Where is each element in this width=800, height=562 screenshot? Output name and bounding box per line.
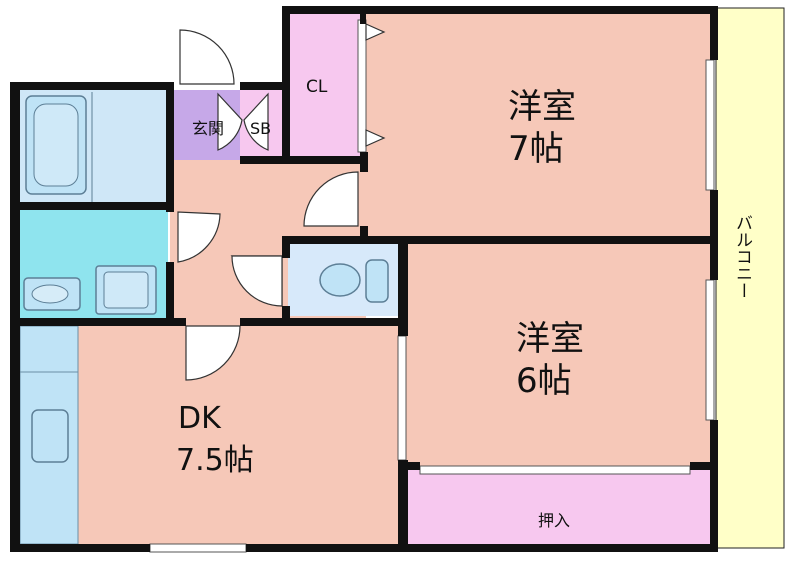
washbasin-bowl: [31, 284, 69, 304]
balcony-label: バルコニー: [732, 214, 752, 299]
shoe-box-label: SB: [250, 119, 271, 138]
entrance-label: 玄関: [192, 119, 224, 138]
toilet-bowl: [319, 263, 361, 297]
closet-area: [290, 12, 360, 156]
balcony-area: [715, 7, 785, 549]
western-room-6-area: [405, 244, 713, 466]
washing-machine-drum: [103, 271, 149, 309]
western-room-6-size: 6帖: [516, 361, 572, 401]
door-swings: [177, 23, 386, 381]
closet-label: CL: [306, 77, 328, 97]
oshiire-area: [405, 470, 713, 546]
western-room-7-size: 7帖: [508, 129, 564, 169]
walls: [10, 6, 718, 552]
window-room6: [705, 279, 715, 421]
kitchen-sink: [31, 409, 69, 463]
sliding-door-oshiire: [419, 465, 691, 475]
window-dk: [149, 543, 247, 553]
western-room-7-area: [365, 12, 713, 240]
closet-door: [357, 19, 367, 153]
toilet-tank: [365, 259, 389, 303]
dk-size: 7.5帖: [176, 443, 254, 478]
western-room-7-label: 洋室: [508, 87, 576, 127]
dk-label: DK: [178, 401, 222, 436]
western-room-6-label: 洋室: [516, 319, 584, 359]
sliding-door-dk: [397, 335, 407, 461]
oshiire-label: 押入: [538, 511, 570, 530]
bathtub-inner: [33, 103, 79, 187]
window-room7: [705, 59, 715, 191]
